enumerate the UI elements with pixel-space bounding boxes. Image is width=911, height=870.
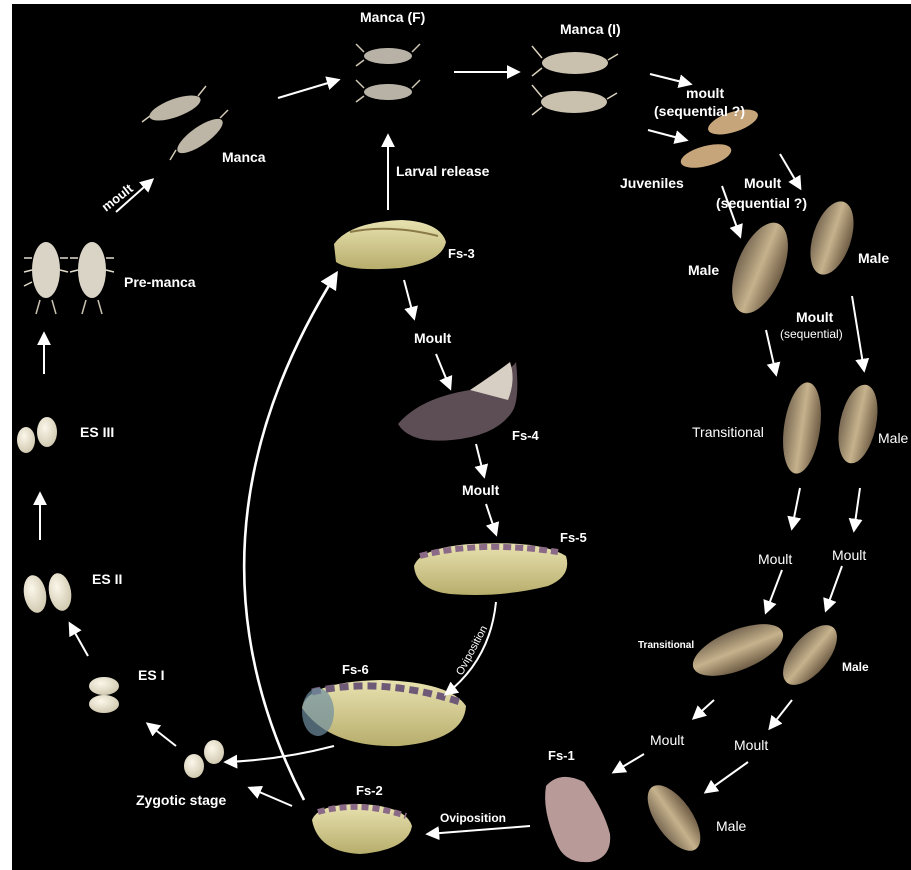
label-pre-manca: Pre-manca xyxy=(124,274,196,290)
label-moult-r2: Moult xyxy=(832,547,866,563)
label-zygotic-stage: Zygotic stage xyxy=(136,792,226,808)
label-transitional-1: Transitional xyxy=(692,424,764,440)
label-larval-release: Larval release xyxy=(396,163,490,179)
label-moult-sequential-q-1: moult xyxy=(686,85,724,101)
label-male-4: Male xyxy=(842,660,869,674)
label-moult-center-1: Moult xyxy=(414,330,452,346)
label-manca-i: Manca (I) xyxy=(560,21,621,37)
label-male-3: Male xyxy=(878,430,909,446)
label-es3: ES III xyxy=(80,424,114,440)
label-male-5: Male xyxy=(716,818,747,834)
label-manca-f: Manca (F) xyxy=(360,9,425,25)
label-moult-center-2: Moult xyxy=(462,482,500,498)
label-moult-sequential-q-1b: (sequential ?) xyxy=(654,103,745,119)
label-fs1: Fs-1 xyxy=(548,748,575,763)
label-moult-r1: Moult xyxy=(758,551,792,567)
label-moult-r3: Moult xyxy=(650,732,684,748)
label-transitional-2: Transitional xyxy=(638,640,694,651)
label-moult-sequential-q-2b: (sequential ?) xyxy=(716,195,807,211)
label-fs5: Fs-5 xyxy=(560,530,587,545)
label-fs2: Fs-2 xyxy=(356,783,383,798)
label-male-2: Male xyxy=(858,250,889,266)
label-es2: ES II xyxy=(92,571,122,587)
label-manca: Manca xyxy=(222,149,266,165)
label-juveniles: Juveniles xyxy=(620,175,684,191)
label-male-1: Male xyxy=(688,262,719,278)
label-fs4: Fs-4 xyxy=(512,428,540,443)
label-oviposition-bottom: Oviposition xyxy=(440,811,506,825)
label-moult-sequential-3b: (sequential) xyxy=(780,327,843,341)
label-fs6: Fs-6 xyxy=(342,662,369,677)
label-moult-sequential-q-2: Moult xyxy=(744,175,782,191)
label-moult-sequential-3: Moult xyxy=(796,309,834,325)
label-moult-r4: Moult xyxy=(734,737,768,753)
label-es1: ES I xyxy=(138,667,164,683)
label-fs3: Fs-3 xyxy=(448,246,475,261)
